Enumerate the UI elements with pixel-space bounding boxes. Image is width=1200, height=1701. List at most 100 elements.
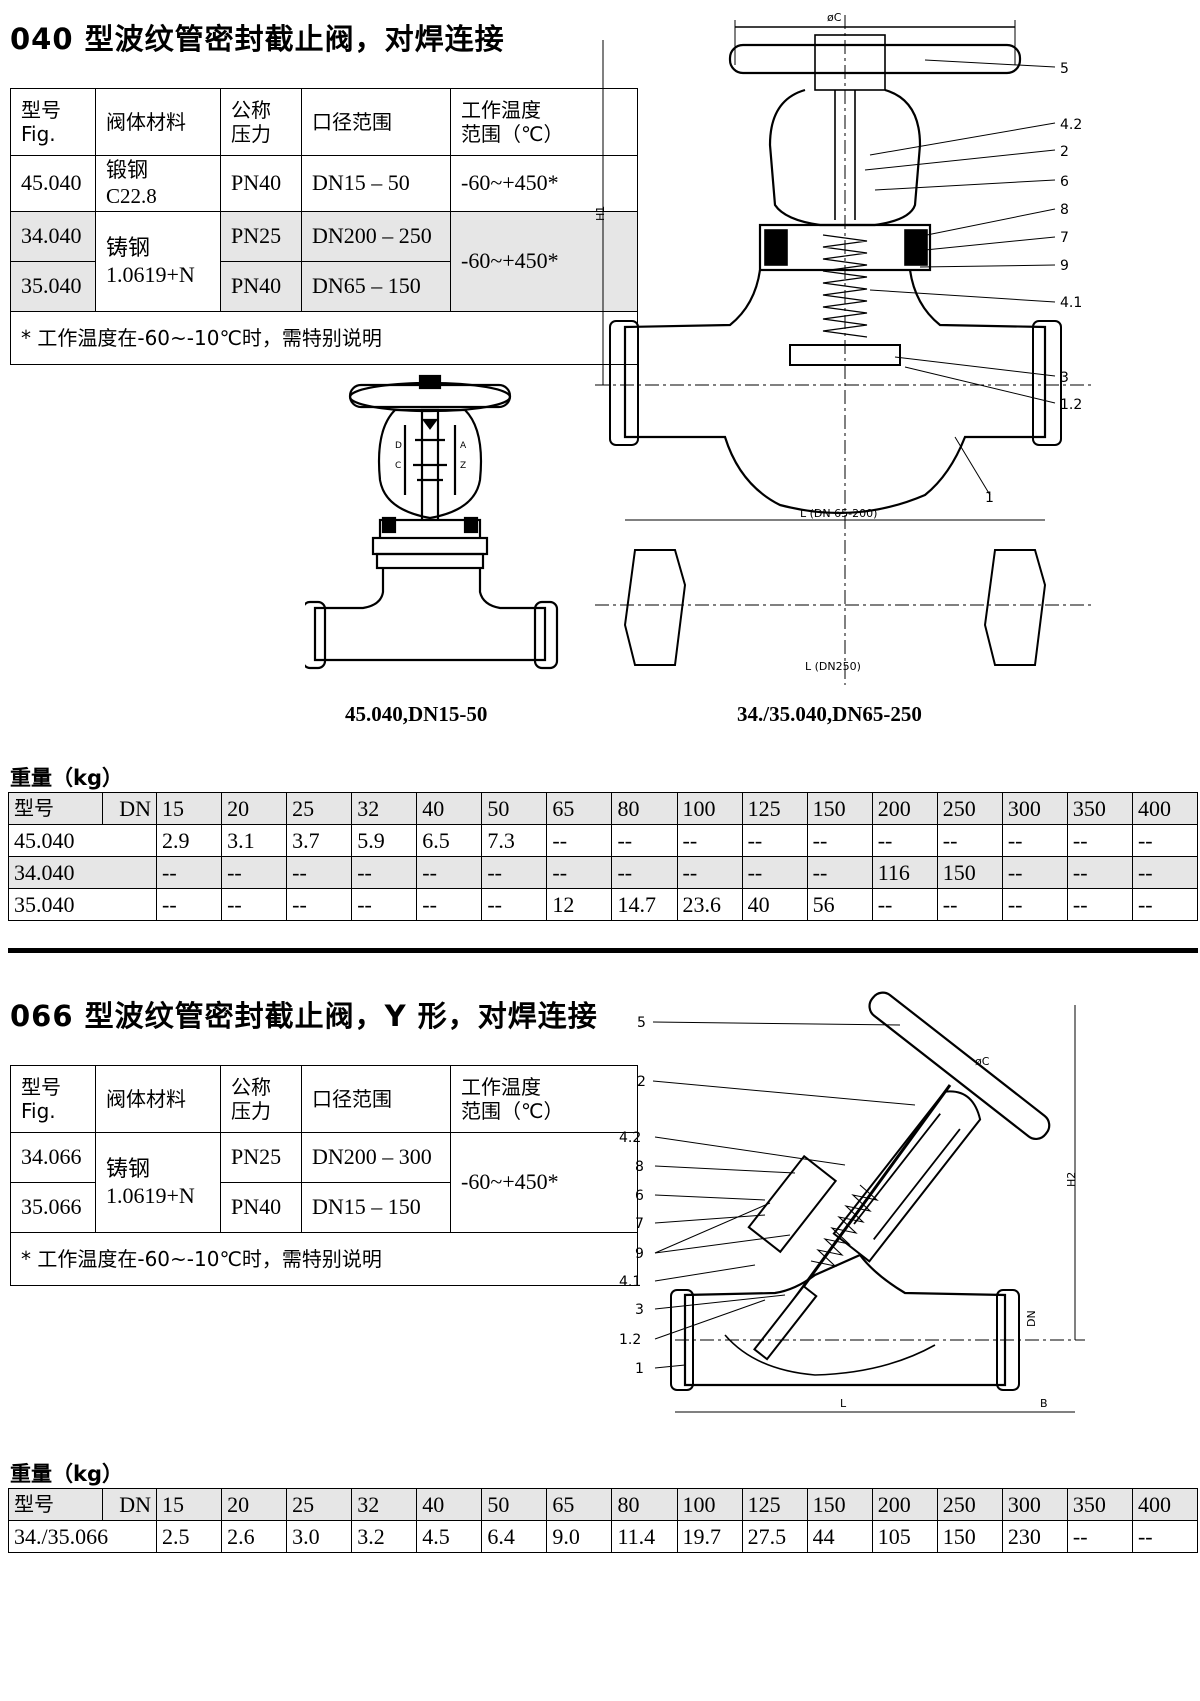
wt2-hdr-50: 50 (481, 1488, 548, 1521)
wt-hdr-250: 250 (936, 792, 1003, 825)
weight-cell: 5.9 (351, 824, 418, 857)
weight-cell: 150 (936, 856, 1003, 889)
s2-row2-range: DN15 – 150 (301, 1182, 451, 1233)
weight-cell: 14.7 (611, 888, 678, 921)
weight-cell: 3.0 (286, 1520, 353, 1553)
svg-text:5: 5 (1060, 61, 1069, 77)
wt2-hdr-400: 400 (1131, 1488, 1199, 1521)
svg-text:5: 5 (637, 1015, 646, 1031)
s2-row1-temp: -60~+450* (450, 1132, 638, 1233)
wt2-hdr-20: 20 (221, 1488, 288, 1521)
weight-cell: -- (1066, 1520, 1133, 1553)
wt2-hdr-200: 200 (871, 1488, 938, 1521)
weight-cell: -- (416, 888, 483, 921)
wt2-hdr-100: 100 (676, 1488, 743, 1521)
s2-row1-range: DN200 – 300 (301, 1132, 451, 1183)
svg-text:B: B (1040, 1397, 1048, 1410)
wt-hdr-80: 80 (611, 792, 678, 825)
s2-row1-pressure: PN25 (220, 1132, 302, 1183)
row3-range: DN65 – 150 (301, 261, 451, 312)
wt2-hdr-350: 350 (1066, 1488, 1133, 1521)
section-divider (8, 948, 1198, 953)
hdr2-pressure: 公称 压力 (220, 1065, 302, 1133)
weight-cell: -- (1131, 824, 1199, 857)
weight-cell: -- (1131, 856, 1199, 889)
valve-drawing-small: DC AZ (305, 374, 559, 670)
section2-weight-table: 型号 DN 15 20 25 32 40 50 65 80 100 125 15… (8, 1488, 1199, 1553)
svg-text:8: 8 (635, 1159, 644, 1175)
wt2-hdr-15: 15 (155, 1488, 223, 1521)
svg-text:6: 6 (1060, 174, 1069, 190)
weight-row-fig: 34./35.066 (8, 1520, 157, 1553)
weight-cell: -- (1001, 856, 1068, 889)
hdr-material: 阀体材料 (95, 88, 221, 156)
weight-cell: 19.7 (676, 1520, 743, 1553)
weight-cell: -- (481, 856, 548, 889)
svg-text:D: D (395, 441, 402, 451)
row2-pressure: PN25 (220, 211, 302, 262)
weight-cell: -- (155, 856, 223, 889)
weight-cell: 9.0 (546, 1520, 613, 1553)
weight-cell: 116 (871, 856, 938, 889)
hdr-fig-text: 型号 Fig. (21, 98, 61, 146)
weight-cell: 230 (1001, 1520, 1068, 1553)
wt-hdr-300: 300 (1001, 792, 1068, 825)
row3-pressure: PN40 (220, 261, 302, 312)
svg-text:L: L (840, 1397, 847, 1410)
svg-text:øC: øC (827, 11, 842, 24)
weight-cell: -- (1001, 888, 1068, 921)
section1-weight-title: 重量（kg） (10, 766, 123, 790)
svg-text:9: 9 (635, 1246, 644, 1262)
weight-cell: -- (936, 888, 1003, 921)
weight-cell: -- (1066, 824, 1133, 857)
hdr-range: 口径范围 (301, 88, 451, 156)
hdr-temp: 工作温度 范围（℃） (450, 88, 638, 156)
weight-cell: -- (351, 856, 418, 889)
weight-cell: -- (416, 856, 483, 889)
row2-material: 铸钢 1.0619+N (95, 211, 221, 312)
wt-hdr-350: 350 (1066, 792, 1133, 825)
hdr2-temp-text: 工作温度 范围（℃） (461, 1075, 564, 1123)
wt-hdr-40: 40 (416, 792, 483, 825)
weight-cell: 3.1 (221, 824, 288, 857)
s2-row2-fig: 35.066 (10, 1182, 96, 1233)
weight-cell: -- (611, 824, 678, 857)
weight-cell: 4.5 (416, 1520, 483, 1553)
svg-text:H2: H2 (1065, 1172, 1078, 1187)
svg-text:2: 2 (1060, 144, 1069, 160)
wt2-hdr-fig: 型号 (8, 1488, 103, 1521)
s2-row2-pressure: PN40 (220, 1182, 302, 1233)
section2-note: * 工作温度在-60~-10℃时，需特别说明 (10, 1232, 638, 1286)
wt-hdr-dn: DN (102, 792, 157, 825)
row2-temp: -60~+450* (450, 211, 638, 312)
weight-cell: -- (221, 856, 288, 889)
weight-cell: 2.5 (155, 1520, 223, 1553)
weight-row-fig: 34.040 (8, 856, 157, 889)
row1-pressure: PN40 (220, 155, 302, 212)
row3-fig: 35.040 (10, 261, 96, 312)
section1-weight-table: 型号 DN 15 20 25 32 40 50 65 80 100 125 15… (8, 792, 1199, 921)
svg-text:4.2: 4.2 (1060, 117, 1082, 133)
section1-note: * 工作温度在-60~-10℃时，需特别说明 (10, 311, 638, 365)
wt-hdr-65: 65 (546, 792, 613, 825)
weight-cell: -- (871, 888, 938, 921)
section1-title: 040 型波纹管密封截止阀，对焊连接 (10, 22, 505, 56)
weight-cell: -- (806, 856, 873, 889)
weight-cell: 105 (871, 1520, 938, 1553)
wt2-hdr-32: 32 (351, 1488, 418, 1521)
hdr-pressure-text: 公称 压力 (231, 98, 271, 146)
hdr2-material: 阀体材料 (95, 1065, 221, 1133)
section2-title: 066 型波纹管密封截止阀，Y 形，对焊连接 (10, 999, 598, 1033)
svg-text:L (DN 65-200): L (DN 65-200) (800, 507, 877, 520)
row1-material: 锻钢 C22.8 (95, 155, 221, 212)
weight-cell: -- (676, 824, 743, 857)
weight-cell: 2.6 (221, 1520, 288, 1553)
wt-hdr-50: 50 (481, 792, 548, 825)
svg-text:H1: H1 (595, 206, 607, 221)
svg-text:3: 3 (1060, 370, 1069, 386)
wt2-hdr-25: 25 (286, 1488, 353, 1521)
wt2-hdr-80: 80 (611, 1488, 678, 1521)
